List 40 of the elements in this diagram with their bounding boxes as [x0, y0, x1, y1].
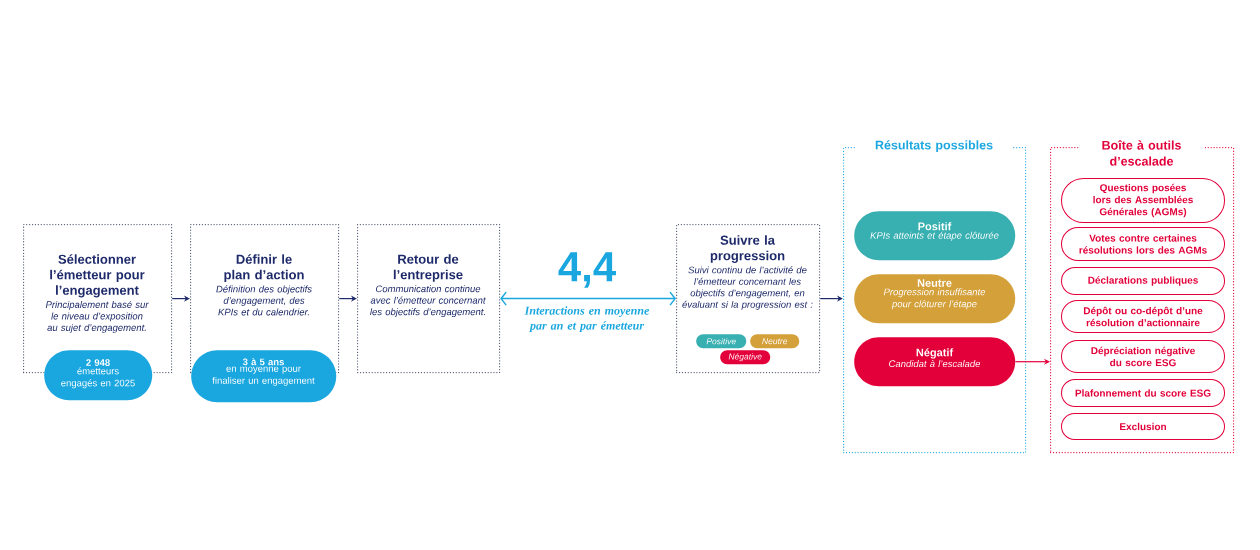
tool-pill: Déclarations publiques	[1061, 267, 1225, 295]
panel-heading: Boîte à outils d’escalade	[1078, 139, 1205, 167]
status-tag: Positive	[696, 334, 747, 349]
big-number: 4,4	[558, 252, 616, 288]
step-box	[357, 224, 501, 374]
step-title: Suivre la progression	[710, 235, 785, 263]
stat-pill	[191, 350, 337, 403]
tool-pill: Questions posées lors des Assemblées Générales (AGMs)	[1061, 178, 1225, 223]
result-description: Candidat à l’escalade	[889, 360, 981, 368]
tool-pill: Dépréciation négative du score ESG	[1061, 340, 1225, 373]
status-tag: Négative	[720, 350, 771, 365]
stat-pill	[44, 350, 153, 401]
result-title: Négatif	[916, 348, 954, 359]
result-title: Neutre	[917, 279, 952, 287]
arrow-caption: Interactions en moyenne par an et par émetteur	[524, 306, 650, 333]
step-box	[676, 224, 821, 374]
status-tag: Neutre	[750, 334, 800, 349]
result-description: KPIs atteints et étape clôturée	[870, 231, 999, 241]
step-title: Retour de l’entreprise	[393, 254, 463, 282]
stat-caption: en moyenne pour finaliser un engagement	[212, 366, 315, 386]
double-arrow	[500, 291, 676, 306]
panel-heading: Résultats possibles	[855, 139, 1013, 153]
stat-number: 2 948	[86, 359, 110, 366]
step-description: Définition des objectifs d’engagement, des KPIs et du calendrier.	[216, 285, 312, 316]
step-description: Principalement basé sur le niveau d’exposition au sujet d’engagement.	[45, 300, 149, 333]
stat-caption: émetteurs engagés en 2025	[61, 367, 135, 389]
tool-pill: Votes contre certaines résolutions lors des AGMs	[1061, 227, 1225, 261]
tool-pill: Plafonnement du score ESG	[1061, 379, 1225, 407]
tool-pill: Dépôt ou co-dépôt d’une résolution d’actionnaire	[1061, 300, 1225, 333]
stat-number: 3 à 5 ans	[242, 358, 284, 366]
result-pill	[854, 274, 1016, 324]
step-title: Définir le plan d’action	[224, 254, 304, 282]
step-description: Communication continue avec l’émetteur concernant les objectifs d’engagement.	[370, 285, 486, 318]
result-pill	[854, 337, 1016, 387]
result-title: Positif	[918, 222, 952, 231]
result-pill	[854, 211, 1016, 261]
result-description: Progression insuffisante pour clôturer l’étape	[883, 288, 986, 310]
step-title: Sélectionner l’émetteur pour l’engagement	[50, 254, 145, 298]
tool-pill: Exclusion	[1061, 413, 1225, 440]
step-description: Suivi continu de l’activité de l’émetteur concernant les objectifs d’engagement, en évaluant si la progression est :	[682, 266, 813, 310]
